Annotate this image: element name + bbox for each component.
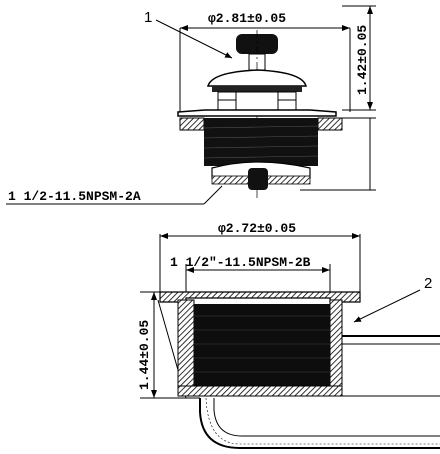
female-thread-callout: 1 1/2"-11.5NPSM-2B [170, 255, 331, 300]
male-thread-callout: 1 1/2-11.5NPSM-2A [6, 185, 223, 205]
gasket-right [317, 117, 343, 131]
bottom-width-text: φ2.72±0.05 [218, 221, 296, 236]
stopper-knob [236, 34, 278, 54]
label-part-2: 2 [353, 275, 432, 323]
overflow-tube [199, 398, 440, 449]
drain-flange [177, 109, 337, 117]
label-part-1: 1 [144, 9, 233, 59]
top-width-text: φ2.81±0.05 [208, 11, 286, 26]
male-thread-text: 1 1/2-11.5NPSM-2A [8, 189, 141, 204]
drain-body [159, 291, 440, 449]
gasket-left [179, 117, 205, 131]
threaded-body [204, 118, 318, 166]
female-thread-text: 1 1/2"-11.5NPSM-2B [170, 255, 311, 270]
stopper-cap [207, 69, 307, 87]
dim-bottom-width: φ2.72±0.05 [159, 221, 361, 300]
part-1-label: 1 [144, 9, 152, 26]
female-threads [194, 304, 330, 386]
top-height-text: 1.42±0.05 [355, 25, 370, 95]
bottom-height-text: 1.44±0.05 [137, 320, 152, 390]
stopper-assembly [177, 30, 343, 200]
dim-top-height: 1.42±0.05 [342, 5, 376, 111]
part-2-label: 2 [424, 275, 432, 292]
dim-top-width: φ2.81±0.05 [179, 11, 351, 112]
